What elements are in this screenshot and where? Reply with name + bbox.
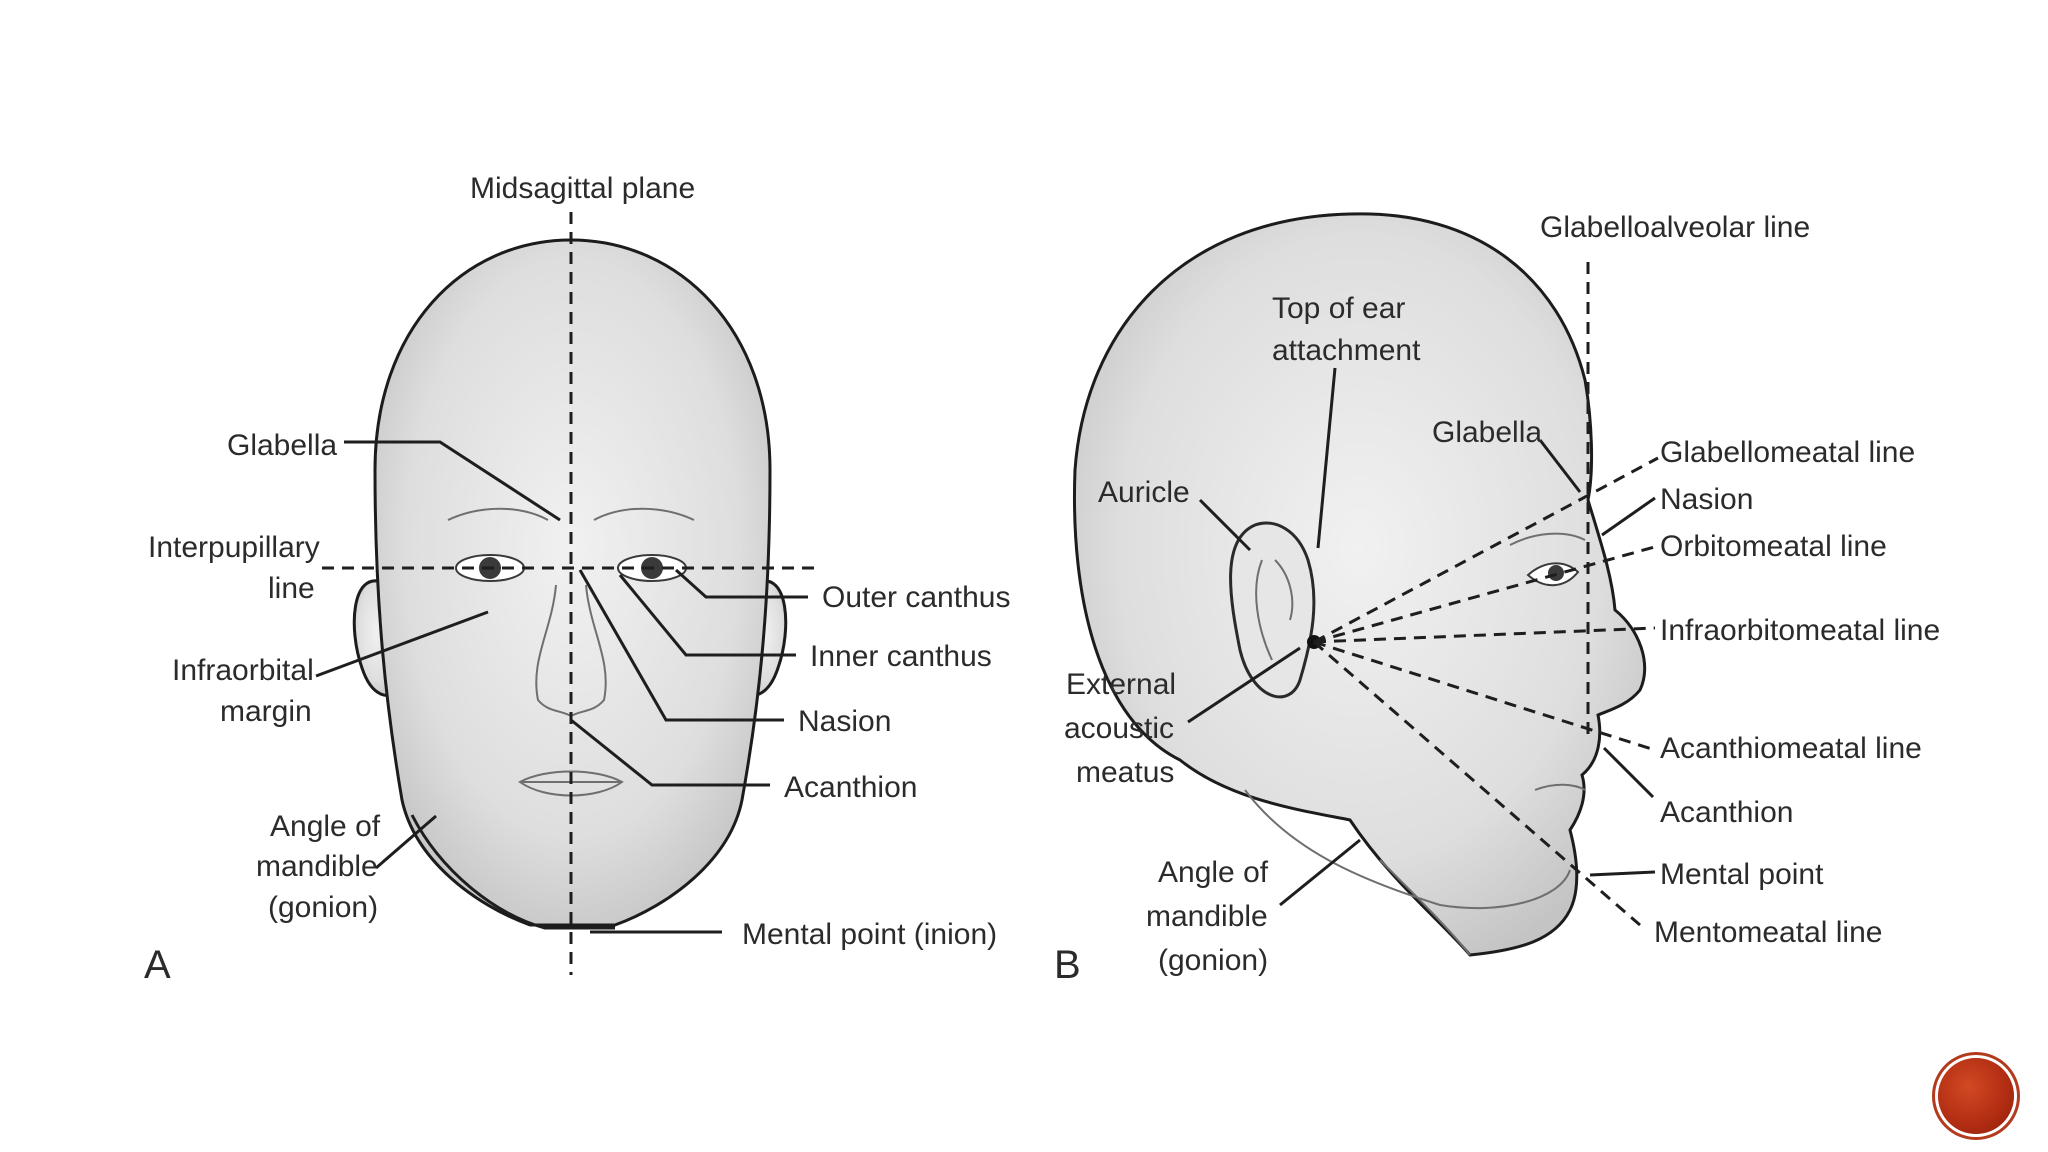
angle-mandible-label-line3: (gonion)	[268, 891, 378, 924]
angle-mandible-leader	[375, 814, 437, 870]
lateral-acanthion-leader	[1602, 746, 1655, 799]
lateral-glabella-leader	[1538, 439, 1582, 493]
lateral-nasion-leader	[1601, 496, 1656, 537]
midsagittal-plane-label: Midsagittal plane	[470, 172, 695, 205]
inner-canthus-label: Inner canthus	[810, 640, 992, 673]
orbitomeatal-label: Orbitomeatal line	[1660, 530, 1887, 563]
external-acoustic-meatus-label-line3: meatus	[1076, 756, 1174, 789]
panel-b-letter: B	[1054, 943, 1081, 987]
lateral-mental-point-leader	[1589, 870, 1656, 877]
infraorbital-label-line2: margin	[220, 695, 312, 728]
auricle-label: Auricle	[1098, 476, 1190, 509]
inner-canthus-leader	[618, 574, 796, 657]
red-circle-button-icon[interactable]	[1938, 1058, 2014, 1134]
right-eyebrow	[593, 507, 695, 521]
lateral-acanthion-label: Acanthion	[1660, 796, 1793, 829]
nasion-leader	[578, 569, 784, 722]
glabella-label: Glabella	[227, 429, 337, 462]
interpupillary-label-line1: Interpupillary	[148, 531, 320, 564]
infraorbitomeatal-label: Infraorbitomeatal line	[1660, 614, 1940, 647]
top-of-ear-label-line1: Top of ear	[1272, 292, 1405, 325]
glabella-leader	[344, 440, 561, 522]
acanthiomeatal-label: Acanthiomeatal line	[1660, 732, 1922, 765]
auricle-leader	[1198, 498, 1252, 552]
external-acoustic-meatus-label-line2: acoustic	[1064, 712, 1174, 745]
lateral-neck-line	[1379, 859, 1471, 956]
outer-canthus-label: Outer canthus	[822, 581, 1010, 614]
lateral-angle-mandible-label-line3: (gonion)	[1158, 944, 1268, 977]
lateral-mouth	[1534, 783, 1586, 791]
panel-b-lateral-view: Glabelloalveolar line Top of ear attachm…	[1054, 211, 1940, 987]
angle-mandible-label-line1: Angle of	[270, 810, 381, 843]
glabellomeatal-line	[1313, 456, 1659, 644]
glabelloalveolar-label: Glabelloalveolar line	[1540, 211, 1810, 244]
top-of-ear-leader	[1316, 367, 1337, 549]
top-of-ear-label-line2: attachment	[1272, 334, 1421, 367]
lateral-nasion-label: Nasion	[1660, 483, 1753, 516]
acanthion-label: Acanthion	[784, 771, 917, 804]
infraorbitomeatal-line	[1313, 626, 1656, 644]
left-eyebrow	[447, 507, 549, 521]
lateral-angle-mandible-label-line2: mandible	[1146, 900, 1268, 933]
mentomeatal-label: Mentomeatal line	[1654, 916, 1882, 949]
interpupillary-label-line2: line	[268, 572, 315, 605]
external-acoustic-meatus-leader	[1187, 646, 1301, 724]
angle-mandible-label-line2: mandible	[256, 850, 378, 883]
nasion-label: Nasion	[798, 705, 891, 738]
mental-point-label: Mental point (inion)	[742, 918, 997, 951]
infraorbital-label-line1: Infraorbital	[172, 654, 314, 687]
acanthion-leader	[570, 718, 770, 787]
lateral-angle-mandible-label-line1: Angle of	[1158, 856, 1269, 889]
mentomeatal-line	[1313, 640, 1641, 927]
panel-a-letter: A	[144, 943, 171, 987]
infraorbital-leader	[315, 610, 489, 678]
external-acoustic-meatus-label-line1: External	[1066, 668, 1176, 701]
glabellomeatal-label: Glabellomeatal line	[1660, 436, 1915, 469]
outer-canthus-leader	[674, 568, 808, 599]
lateral-eyebrow	[1509, 532, 1586, 546]
lateral-mental-point-label: Mental point	[1660, 858, 1824, 891]
lateral-glabella-label: Glabella	[1432, 416, 1542, 449]
panel-a-frontal-view: Midsagittal plane Glabella Interpupillar…	[144, 172, 1010, 987]
lateral-jawline	[1244, 789, 1571, 910]
lateral-angle-mandible-leader	[1279, 838, 1361, 907]
frontal-jawline	[410, 814, 615, 930]
